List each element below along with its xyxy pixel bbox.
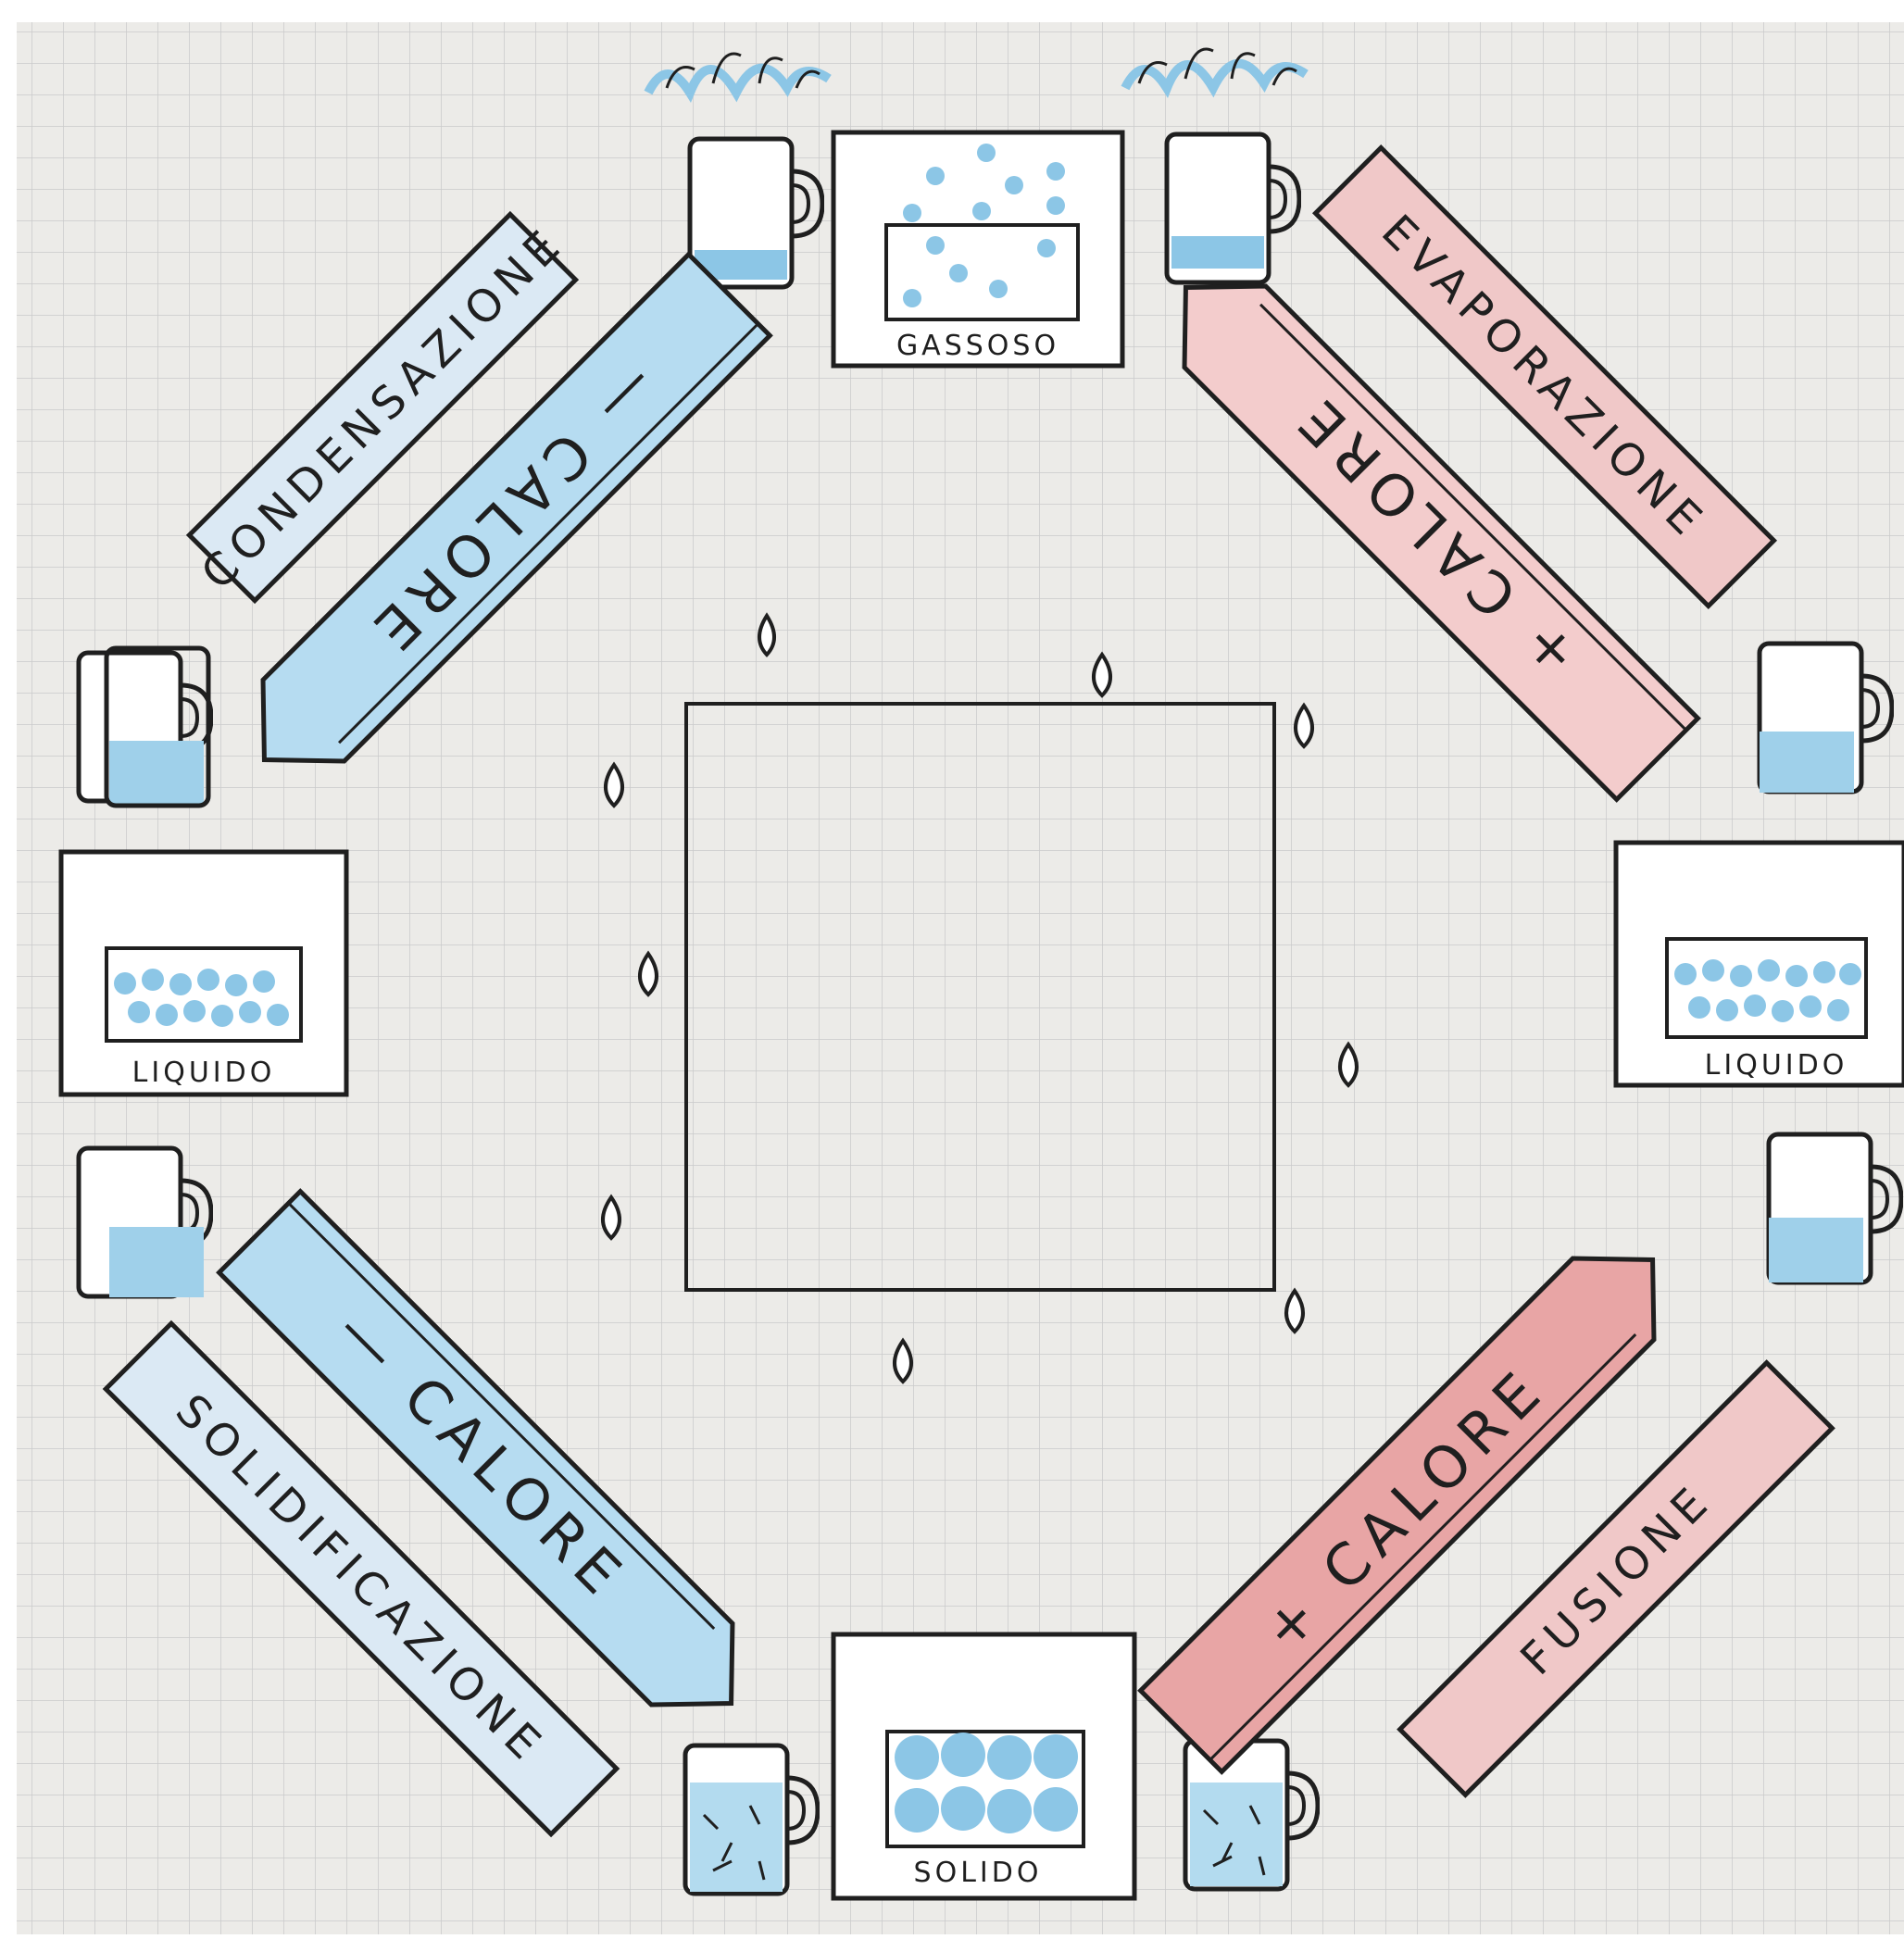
- state-label-solid: SOLIDO: [914, 1857, 1043, 1889]
- droplet-icon: [603, 1197, 620, 1238]
- state-label-gas: GASSOSO: [896, 330, 1059, 362]
- droplet-icon: [1296, 706, 1312, 746]
- solid-state-box: SOLIDO: [833, 1634, 1134, 1898]
- liquid-right-state-box: LIQUIDO: [1616, 843, 1904, 1085]
- droplet-icon: [1094, 655, 1110, 695]
- state-label-liquid-right: LIQUIDO: [1705, 1049, 1848, 1082]
- gas-state-box: GASSOSO: [833, 132, 1122, 366]
- droplet-icon: [1286, 1291, 1303, 1332]
- droplet-icon: [640, 954, 657, 995]
- droplet-icon: [1340, 1045, 1357, 1085]
- droplet-icon: [759, 616, 774, 655]
- state-label-liquid-left: LIQUIDO: [132, 1057, 276, 1089]
- droplet-icon: [895, 1341, 911, 1382]
- droplet-icon: [606, 765, 622, 806]
- liquid-left-state-box: LIQUIDO: [61, 852, 346, 1095]
